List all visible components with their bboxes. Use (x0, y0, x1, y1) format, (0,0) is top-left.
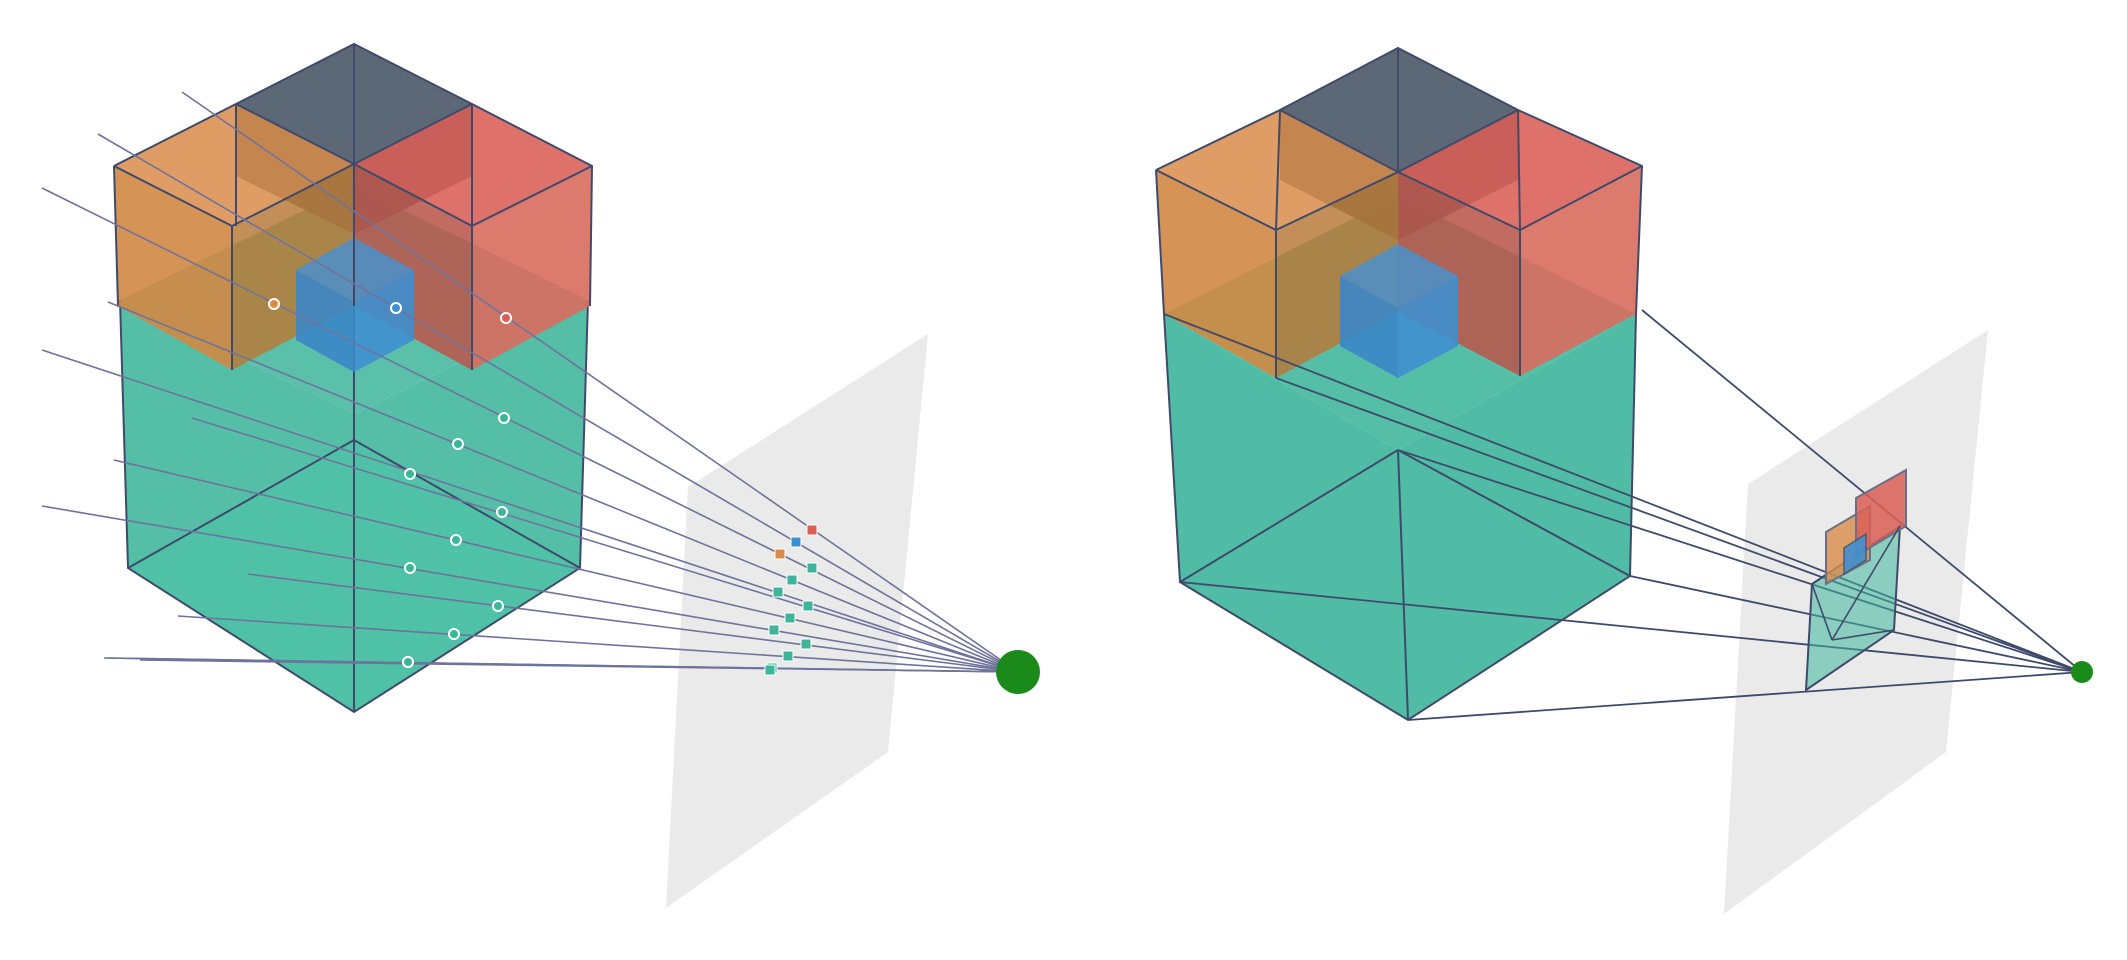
left-panel (41, 42, 1040, 908)
pixel-sample (764, 664, 776, 676)
object-sample-point (448, 628, 460, 640)
projected-image (1804, 468, 1907, 692)
samples-left (268, 298, 818, 676)
ray-line (41, 187, 1019, 673)
blue-cube-right (1340, 244, 1458, 378)
rays-left (41, 91, 1019, 673)
pixel-sample (772, 586, 784, 598)
pixel-sample (768, 624, 780, 636)
pixel-sample (782, 650, 794, 662)
object-sample-point (496, 506, 508, 518)
object-sample-point (390, 302, 402, 314)
object-sample-point (492, 600, 504, 612)
pixel-sample (806, 524, 818, 536)
object-sample-point (450, 534, 462, 546)
upper-edges-right (1155, 46, 1644, 378)
object-sample-point (500, 312, 512, 324)
pixel-sample (802, 600, 814, 612)
image-plane-left (666, 334, 928, 908)
pixel-sample (786, 574, 798, 586)
projection-rays-right (1163, 309, 2083, 721)
ray-line (247, 573, 1019, 673)
pixel-sample (806, 562, 818, 574)
right-panel (1155, 46, 2093, 914)
pixel-sample (790, 536, 802, 548)
object-sample-point (404, 468, 416, 480)
upper-edges-left (113, 42, 594, 370)
ray-line (191, 417, 1019, 673)
object-sample-point (402, 656, 414, 668)
ray-line (181, 91, 1019, 673)
ray-line (177, 615, 1019, 673)
ray-line (97, 133, 1019, 673)
object-sample-point (498, 412, 510, 424)
ray-line (41, 505, 1019, 673)
object-sample-point (452, 438, 464, 450)
camera-center-dot (2071, 661, 2093, 683)
ray-line (107, 301, 1019, 673)
ray-line (139, 659, 1019, 673)
ray-line (41, 349, 1019, 673)
pixel-sample (784, 612, 796, 624)
camera-center-dot (996, 650, 1040, 694)
object-sample-point (404, 562, 416, 574)
pixel-sample (774, 548, 786, 560)
object-sample-point (268, 298, 280, 310)
pixel-sample (800, 638, 812, 650)
ray-line (113, 459, 1019, 673)
